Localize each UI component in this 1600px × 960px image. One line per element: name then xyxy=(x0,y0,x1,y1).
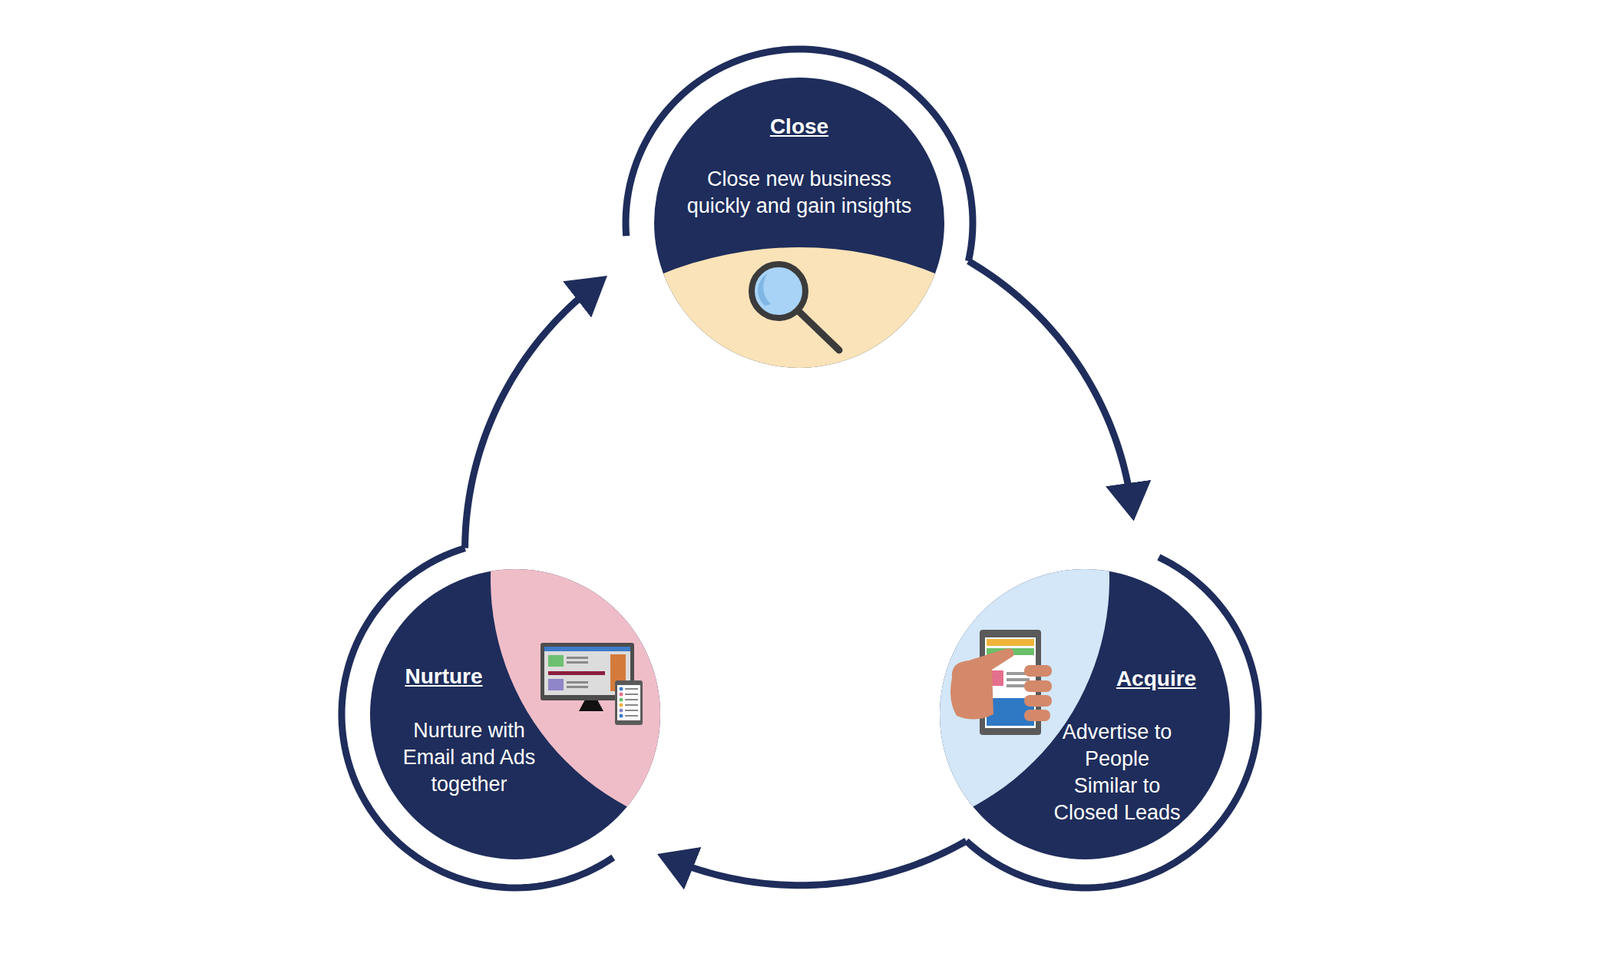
phone-line xyxy=(624,698,639,701)
monitor-phone-icon xyxy=(540,642,643,725)
circle-node: NurtureNurture with Email and Ads togeth… xyxy=(341,540,689,888)
phone-dot xyxy=(619,703,624,708)
phone-line xyxy=(624,687,639,690)
tablet-frame xyxy=(979,629,1042,735)
screen-block xyxy=(986,697,1035,726)
screen-line xyxy=(566,661,589,664)
monitor-screen xyxy=(544,646,631,695)
node-heading: Nurture xyxy=(351,663,536,690)
phone-dot xyxy=(619,697,624,702)
phone-dot xyxy=(619,692,624,697)
node-heading: Acquire xyxy=(1064,665,1249,692)
phone-line xyxy=(624,704,639,706)
screen-line xyxy=(1006,684,1025,688)
monitor-stand xyxy=(578,699,604,711)
screen-bar xyxy=(548,671,605,675)
phone-frame xyxy=(614,680,643,725)
magnifier-lens xyxy=(751,264,806,318)
node-shape xyxy=(625,49,973,397)
tablet-screen xyxy=(985,637,1036,728)
hand-finger xyxy=(1024,694,1052,707)
lens-shade xyxy=(757,273,771,306)
phone-dot xyxy=(619,687,624,691)
cycle-arrow xyxy=(671,840,966,886)
screen-line xyxy=(1006,671,1030,675)
accent-segment xyxy=(625,247,973,397)
screen-bar xyxy=(544,646,631,652)
screen-bar xyxy=(986,647,1035,655)
screen-line xyxy=(1006,677,1030,681)
phone-dot xyxy=(619,714,624,718)
screen-block xyxy=(548,654,564,667)
node-body-text: Nurture with Email and Ads together xyxy=(396,717,543,798)
ring-layer xyxy=(341,49,1259,888)
screen-block xyxy=(610,654,626,691)
cycle-arrow xyxy=(465,284,596,548)
node-shape xyxy=(341,540,689,888)
phone-line xyxy=(624,714,639,717)
phone-line xyxy=(624,709,639,711)
node-shape xyxy=(911,540,1259,888)
magnifier-handle xyxy=(798,310,840,351)
cycle-arrow xyxy=(968,261,1131,506)
accent-segment xyxy=(490,540,689,837)
node-body-text: Advertise to People Similar to Closed Le… xyxy=(1051,718,1183,827)
hand-palm xyxy=(950,647,1014,719)
circle-node: AcquireAdvertise to People Similar to Cl… xyxy=(911,540,1259,888)
screen-line xyxy=(566,656,589,659)
screen-line xyxy=(566,685,589,688)
phone-screen xyxy=(617,684,641,721)
screen-block xyxy=(986,670,1004,686)
circle-node: CloseClose new business quickly and gain… xyxy=(625,49,973,397)
magnifier-icon xyxy=(751,264,840,351)
monitor-frame xyxy=(540,642,635,701)
node-body-text: Close new business quickly and gain insi… xyxy=(679,165,920,220)
phone-line xyxy=(624,693,639,695)
tablet-hand-icon xyxy=(950,629,1052,735)
hand-finger xyxy=(1024,709,1051,721)
hand-finger xyxy=(1024,680,1052,692)
screen-bar xyxy=(986,638,1035,646)
phone-dot xyxy=(619,708,624,713)
screen-block xyxy=(548,678,564,691)
hand-finger xyxy=(1024,664,1052,677)
node-heading: Close xyxy=(684,113,915,140)
screen-line xyxy=(566,680,589,684)
